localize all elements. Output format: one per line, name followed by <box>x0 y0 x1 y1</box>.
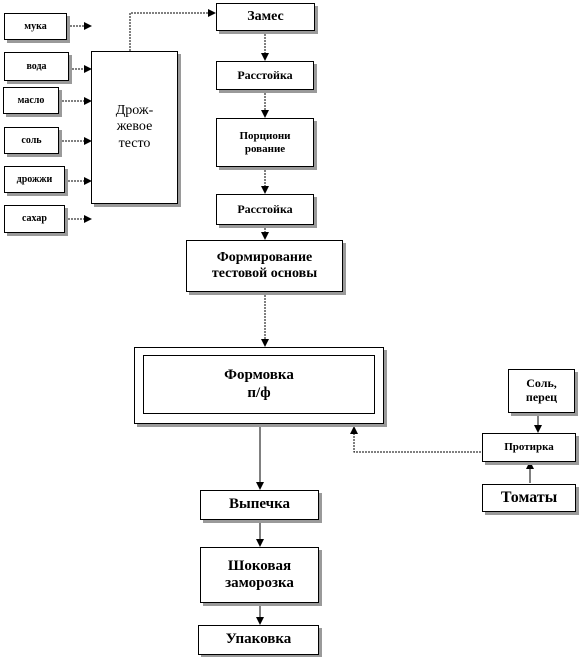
ingredient-voda: вода <box>4 52 69 81</box>
step-formirovanie: Формирование тестовой основы <box>186 240 343 292</box>
sauce-salt-pepper: Соль, перец <box>508 369 575 413</box>
ingredient-sol: соль <box>4 127 59 154</box>
ingredient-muka: мука <box>4 13 67 40</box>
step-vypechka: Выпечка <box>200 490 319 520</box>
ingredient-drozhzhi: дрожжи <box>4 166 65 193</box>
ingredient-maslo: масло <box>3 87 59 114</box>
sauce-tomatoes: Томаты <box>482 484 576 512</box>
step-zames: Замес <box>216 3 315 31</box>
step-rasstoika-2: Расстойка <box>216 194 314 225</box>
step-rasstoika-1: Расстойка <box>216 61 314 90</box>
ingredient-sakhar: сахар <box>4 205 65 233</box>
arrow-protirka-formovka <box>350 426 481 453</box>
step-upakovka: Упаковка <box>198 625 319 655</box>
arrow-dough-to-zames <box>129 9 216 51</box>
sauce-protirka: Протирка <box>482 433 576 462</box>
yeast-dough-box: Дрож- жевое тесто <box>91 51 178 204</box>
step-shock-freeze: Шоковая заморозка <box>200 547 319 603</box>
step-portsionirovanie: Порциони рование <box>216 118 314 167</box>
step-formovka: Формовка п/ф <box>143 355 375 414</box>
